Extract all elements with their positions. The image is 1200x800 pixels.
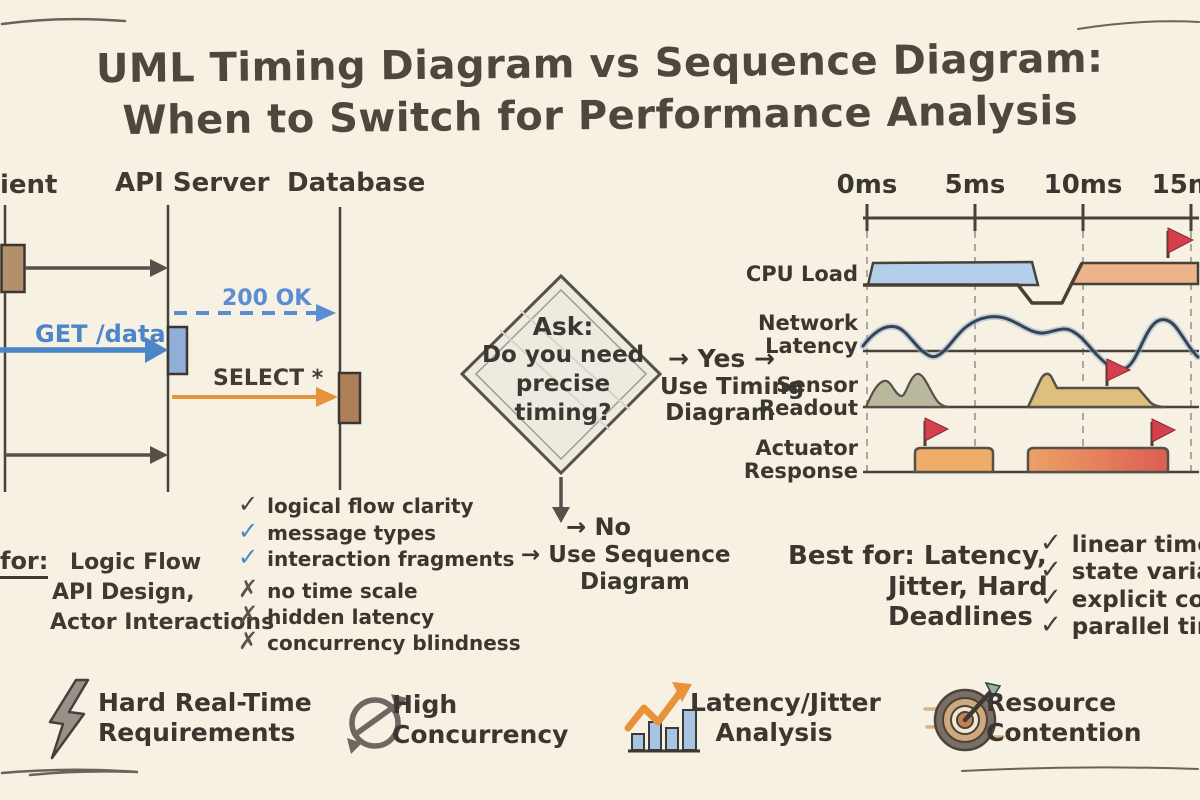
no-branch-arrow [552,477,570,523]
actuator-flag-2-icon [1150,418,1177,446]
no-branch-result-2: Diagram [580,569,690,595]
api-activation-box [166,325,189,376]
best-for-prefix: for: [0,547,49,579]
actuator-response-signal [913,446,1170,474]
lifeline-label-database: Database [287,168,426,198]
sequence-checklist-item: ✗ concurrency blindness [238,627,521,655]
sequence-checklist-item: ✓ interaction fragments [238,543,515,571]
check-icon: ✓ [1040,610,1062,640]
rising-bar-chart-icon [624,682,700,753]
legend-high-concurrency: High Concurrency [392,690,569,749]
check-icon: ✓ [238,517,259,545]
row-label-network-latency: Network Latency [757,311,858,358]
timing-checklist-item: ✓ parallel timeli [1040,610,1200,640]
sequence-checklist-item: ✓ logical flow clarity [238,490,474,518]
cpu-deadline-flag-icon [1166,227,1195,258]
sequence-checklist-item: ✓ message types [238,517,437,545]
legend-latency-jitter: Latency/Jitter Analysis [690,688,881,747]
check-icon: ✓ [238,490,259,518]
cross-icon: ✗ [238,575,259,603]
sequence-diagram [0,205,362,492]
corner-strokes [0,17,1200,777]
legend-hard-real-time: Hard Real-Time Requirements [98,688,312,747]
timing-best-for-3: Deadlines [888,602,1033,632]
sensor-readout-signal [864,372,1167,409]
lifeline-label-api-server: API Server [115,168,270,198]
corner-stroke-bottom-left [0,768,139,777]
bullseye-dart-icon [923,681,1005,752]
no-branch-label: → No [566,513,632,541]
timing-best-for-2: Jitter, Hard [888,572,1048,602]
corner-stroke-top-right [1077,20,1200,30]
lifeline-label-client: ient [0,170,58,200]
timing-checklist-item: ✓ explicit constr [1040,583,1200,613]
check-icon: ✓ [1040,583,1062,613]
sensor-deadline-flag-icon [1105,358,1132,386]
check-icon: ✓ [1040,555,1062,585]
cross-icon: ✗ [238,627,259,655]
page-title: UML Timing Diagram vs Sequence Diagram: … [0,32,1200,149]
decision-diamond [459,273,663,476]
message-label-200ok: 200 OK [222,286,312,311]
row-label-actuator-response: Actuator Response [743,436,858,483]
no-branch-result-1: → Use Sequence [521,542,731,568]
cycle-arrows-icon [347,694,407,754]
corner-stroke-top-left [0,17,127,26]
actuator-flag-1-icon [923,417,950,446]
request-arrow-2 [5,446,168,464]
select-arrow [172,387,338,407]
timing-diagram [859,204,1200,478]
legend-resource-contention: Resource Contention [986,688,1142,747]
check-icon: ✓ [1040,528,1062,558]
cross-icon: ✗ [238,601,259,629]
cpu-load-signal [863,260,1200,305]
network-latency-wave [859,313,1200,373]
timing-checklist-item: ✓ state variable [1040,555,1200,585]
message-label-select: SELECT * [213,366,324,391]
get-data-arrow [0,337,168,363]
tick-label-15ms: 15ms [1151,170,1200,200]
corner-stroke-bottom-right [961,766,1199,772]
request-arrow-1 [25,259,168,277]
decision-question: Ask: Do you need precise timing? [481,312,645,426]
tick-label-0ms: 0ms [836,170,898,200]
lightning-icon [48,678,90,760]
timing-best-for-1: Best for: Latency, [788,541,1047,571]
timing-checklist-item: ✓ linear time ax [1040,528,1200,558]
yes-branch-label: → Yes → [668,344,775,373]
sequence-best-for: for: Logic Flow API Design, Actor Intera… [0,547,275,635]
row-label-sensor-readout: Sensor Readout [758,373,858,420]
database-activation-box [337,371,362,425]
time-axis-ticks [865,204,1193,231]
sequence-checklist-item: ✗ hidden latency [238,601,435,629]
message-label-get-data: GET /data [35,320,166,348]
client-activation-box [0,243,26,294]
row-label-cpu-load: CPU Load [745,262,858,286]
tick-label-10ms: 10ms [1043,170,1123,200]
response-200ok-arrow [174,304,336,322]
tick-label-5ms: 5ms [944,170,1006,200]
sequence-checklist-item: ✗ no time scale [238,575,418,603]
check-icon: ✓ [238,543,259,571]
